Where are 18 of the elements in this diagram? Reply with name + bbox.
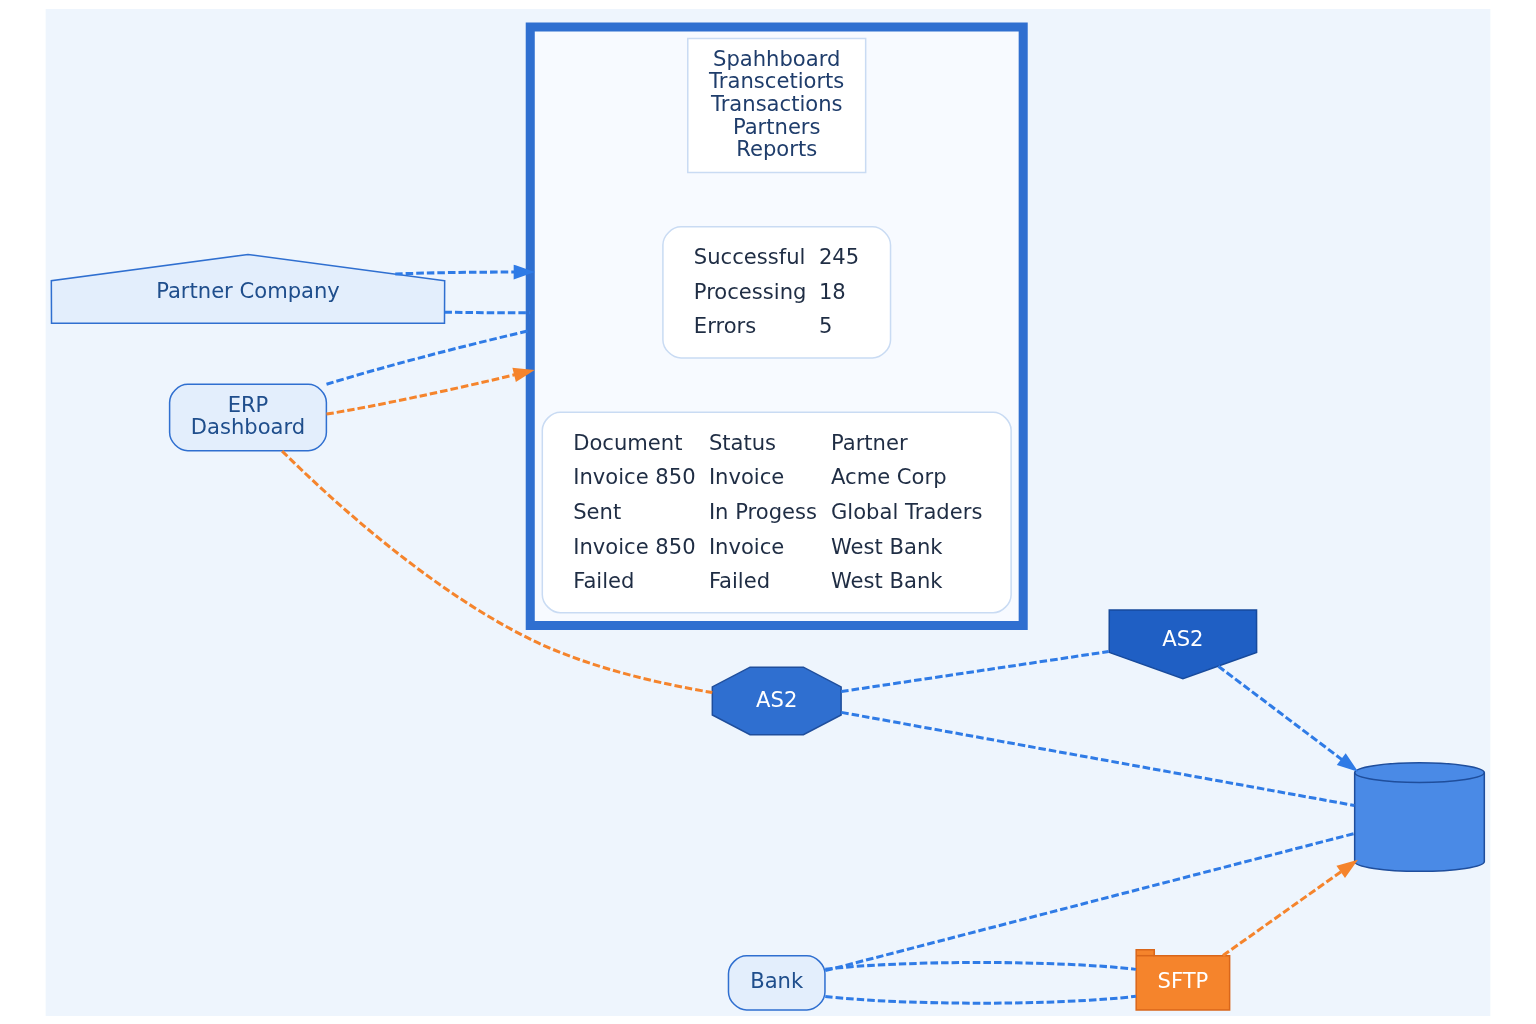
arrow bbox=[1217, 664, 1359, 772]
cluster bbox=[525, 22, 1028, 630]
connector bbox=[825, 994, 1137, 1005]
arrow bbox=[395, 264, 535, 279]
node-box: ERP Dashboard bbox=[168, 383, 328, 451]
connector bbox=[825, 960, 1137, 971]
connector bbox=[824, 831, 1355, 972]
connector bbox=[281, 449, 713, 694]
node-box: Document Status Partner Invoice 850 Invoice Acme Corp Sent In Progess Global Traders Invoice 850 Invoice West Bank Failed Failed West Bank bbox=[541, 411, 1012, 613]
node-box: Successful 245 Processing 18 Errors 5 bbox=[662, 225, 892, 359]
connector bbox=[841, 710, 1355, 807]
node-box: Bank bbox=[727, 954, 826, 1011]
connector bbox=[326, 328, 531, 386]
node-box: Spahhboard Transcetiorts Transactions Partners Reports bbox=[687, 37, 867, 173]
connector bbox=[444, 310, 531, 314]
arrow bbox=[1222, 859, 1358, 957]
connector bbox=[841, 649, 1109, 693]
arrow bbox=[326, 367, 535, 416]
